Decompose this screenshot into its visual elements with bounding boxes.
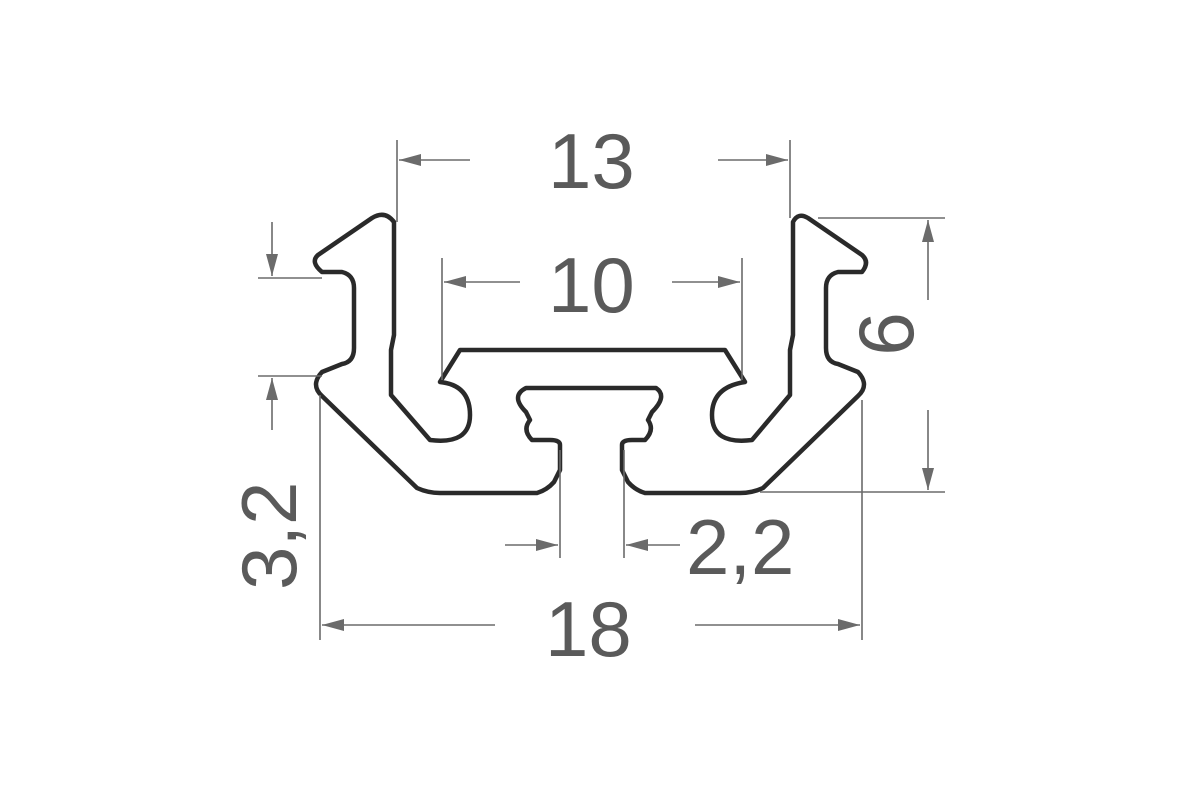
arrow-18-right (838, 619, 860, 631)
arrow-10-left (444, 276, 466, 288)
dim-label-10: 10 (548, 241, 635, 329)
arrow-32-top (266, 254, 278, 276)
arrow-10-right (718, 276, 740, 288)
arrow-13-right (766, 154, 788, 166)
dim-label-18: 18 (545, 585, 632, 673)
arrow-18-left (322, 619, 344, 631)
arrow-13-left (399, 154, 421, 166)
arrow-9-bottom (922, 468, 934, 490)
arrow-9-top (922, 220, 934, 242)
arrow-22-left (536, 539, 558, 551)
dim-label-2-2: 2,2 (686, 503, 795, 591)
dim-label-13: 13 (548, 117, 635, 205)
dim-label-3-2: 3,2 (225, 481, 313, 590)
arrow-22-right (626, 539, 648, 551)
dim-label-9: 9 (843, 312, 931, 356)
profile-cross-section (312, 212, 869, 496)
arrow-32-bottom (266, 378, 278, 400)
